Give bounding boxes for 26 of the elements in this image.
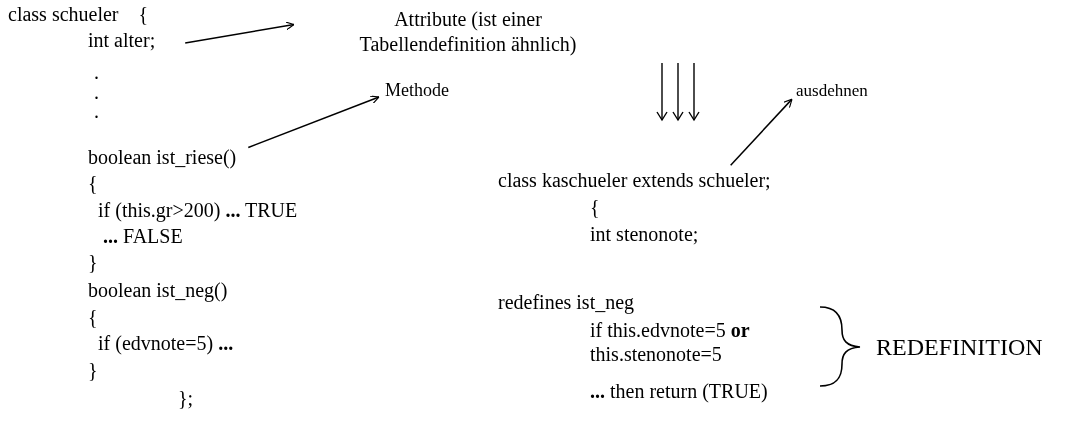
arrow [184,21,295,44]
code-text: int stenonote; [590,222,699,247]
text-label: class kaschueler extends schueler; [498,168,771,193]
code-text: ... FALSE [103,224,183,249]
text-label: Attribute (ist einer Tabellendefinition ähnlich) [338,7,598,57]
arrow [247,95,380,149]
code-text: { [88,171,98,196]
code-text: }; [178,386,194,411]
code-text: boolean ist_neg() [88,278,228,303]
text-label: ausdehnen [796,80,868,102]
code-text: REDEFINITION [876,333,1043,362]
code-text: if (edvnote=5) ... [98,331,234,356]
code-text: } [88,358,98,383]
code-text: } [88,250,98,275]
text-label: boolean ist_riese() [88,145,237,170]
code-text: { [88,305,98,330]
code-text: if this.edvnote=5 or [590,318,750,343]
text-label: int alter; [88,28,156,53]
code-text: this.stenonote=5 [590,342,722,367]
code-text: ... then return (TRUE) [590,379,768,404]
code-text: class schueler { [8,2,149,27]
code-text: { [590,195,600,220]
code-text: redefines ist_neg [498,290,635,315]
code-text: if (this.gr>200) ... TRUE [98,198,298,223]
text-label: Methode [385,79,449,102]
arrow [729,98,793,166]
